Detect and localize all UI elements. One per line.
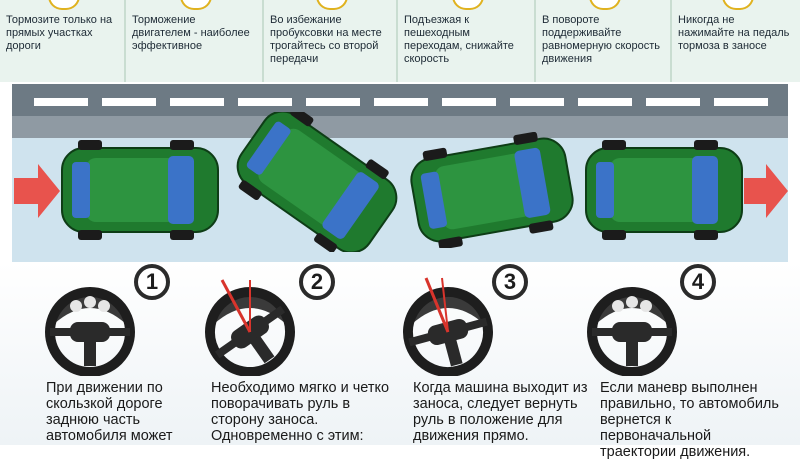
step-number: 2 — [299, 264, 335, 300]
tip-6: Никогда не нажимайте на педаль тормоза в… — [672, 0, 800, 82]
car-recover-icon — [410, 132, 574, 248]
lane-dash — [374, 98, 428, 106]
arrow-out-icon — [744, 164, 788, 218]
tip-text: В повороте поддерживайте равномерную ско… — [542, 14, 661, 65]
step-number: 3 — [492, 264, 528, 300]
steering-wheel-icon — [403, 277, 493, 376]
step-number: 1 — [134, 264, 170, 300]
tip-text: Подъезжая к пешеходным переходам, снижай… — [404, 14, 514, 65]
tip-badge-icon — [452, 0, 484, 10]
lane-dash — [714, 98, 768, 106]
tip-text: Тормозите только на прямых участках доро… — [6, 14, 113, 52]
tip-badge-icon — [722, 0, 754, 10]
tip-text: Во избежание пробуксовки на месте трогай… — [270, 14, 382, 65]
car-icon — [585, 140, 743, 240]
tip-4: Подъезжая к пешеходным переходам, снижай… — [398, 0, 536, 82]
car-icon — [61, 140, 219, 240]
tip-text: Никогда не нажимайте на педаль тормоза в… — [678, 14, 790, 52]
tip-badge-icon — [589, 0, 621, 10]
lane-dash — [34, 98, 88, 106]
tip-badge-icon — [316, 0, 348, 10]
lane-dash — [510, 98, 564, 106]
step-text: Если маневр выполнен правильно, то автом… — [600, 380, 779, 460]
tips-strip: Тормозите только на прямых участках доро… — [0, 0, 800, 82]
car-skid-icon — [236, 112, 398, 252]
steering-wheel-icon — [587, 287, 677, 376]
lane-dash — [102, 98, 156, 106]
lane-dash — [442, 98, 496, 106]
step-text: Когда машина выходит из заноса, следует … — [413, 380, 588, 444]
steering-wheel-icon — [205, 279, 295, 376]
lane-dash — [646, 98, 700, 106]
arrow-in-icon — [14, 164, 60, 218]
lane-dash — [170, 98, 224, 106]
step-text: При движении по скользкой дороге заднюю … — [46, 380, 173, 444]
tip-3: Во избежание пробуксовки на месте трогай… — [264, 0, 398, 82]
tip-1: Тормозите только на прямых участках доро… — [0, 0, 126, 82]
tip-badge-icon — [48, 0, 80, 10]
lane-dash — [306, 98, 360, 106]
tip-5: В повороте поддерживайте равномерную ско… — [536, 0, 672, 82]
tip-badge-icon — [180, 0, 212, 10]
lane-dash — [578, 98, 632, 106]
steering-wheel-icon — [45, 287, 135, 376]
step-text: Необходимо мягко и четко поворачивать ру… — [211, 380, 390, 444]
lane-dash — [238, 98, 292, 106]
tip-text: Торможение двигателем - наиболее эффекти… — [132, 14, 250, 52]
tip-2: Торможение двигателем - наиболее эффекти… — [126, 0, 264, 82]
step-number: 4 — [680, 264, 716, 300]
